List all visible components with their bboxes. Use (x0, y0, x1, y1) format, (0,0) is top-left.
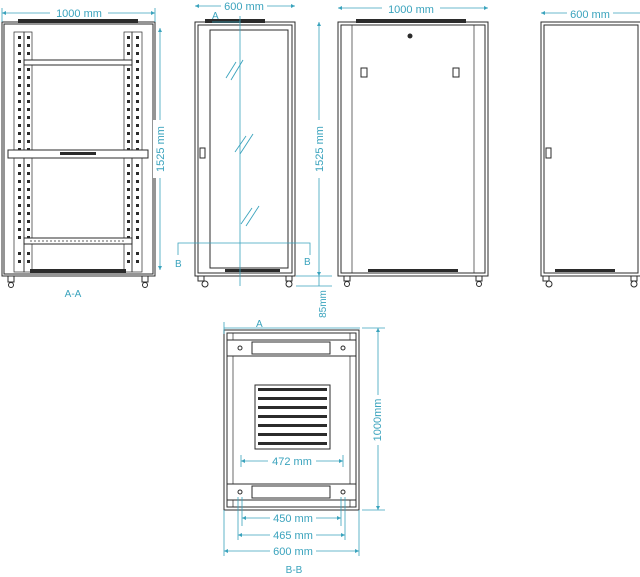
side-height-label: 1525 mm (314, 126, 326, 172)
side-solid-view (540, 21, 640, 288)
side-solid-width-label: 600 mm (570, 9, 610, 21)
side-height-dimension: 1525 mm (312, 22, 326, 276)
dim-450-label: 450 mm (273, 513, 313, 525)
plan-view (223, 329, 360, 511)
plan-depth-dimension: 1000mm (362, 327, 385, 511)
section-mark-b-left: B (175, 259, 182, 270)
foot-dimension: 85mm (296, 275, 332, 318)
foot-height-label: 85mm (318, 290, 329, 318)
front-width-label: 1000 mm (56, 8, 102, 20)
plan-section-mark-a: A (256, 319, 263, 330)
section-mark-a: A (212, 11, 219, 22)
back-width-dimension: 1000 mm (338, 1, 488, 16)
back-view (337, 19, 489, 287)
front-width-dimension: 1000 mm (1, 5, 156, 22)
section-line-a: A (212, 11, 241, 286)
dim-472: 472 mm (240, 454, 344, 468)
section-line-b: B B (175, 242, 311, 270)
front-view-label: A-A (65, 289, 82, 300)
side-width-dimension: 600 mm (195, 0, 295, 13)
front-section-view (1, 19, 156, 288)
plan-view-label: B-B (286, 565, 303, 576)
dim-465: 465 mm (237, 497, 346, 542)
front-height-dimension: 1525 mm (153, 28, 167, 270)
side-solid-width-dimension: 600 mm (541, 6, 640, 21)
side-glass-view (194, 19, 296, 288)
dim-450: 450 mm (241, 497, 342, 526)
dim-600: 600 mm (223, 510, 360, 558)
section-mark-b-right: B (304, 257, 311, 268)
dim-465-label: 465 mm (273, 530, 313, 542)
side-width-label: 600 mm (224, 1, 264, 13)
dim-600-label: 600 mm (273, 546, 313, 558)
plan-depth-label: 1000mm (372, 399, 384, 442)
front-height-label: 1525 mm (155, 126, 167, 172)
plan-section-line-a: A (223, 319, 360, 334)
back-width-label: 1000 mm (388, 4, 434, 16)
dim-472-label: 472 mm (272, 456, 312, 468)
